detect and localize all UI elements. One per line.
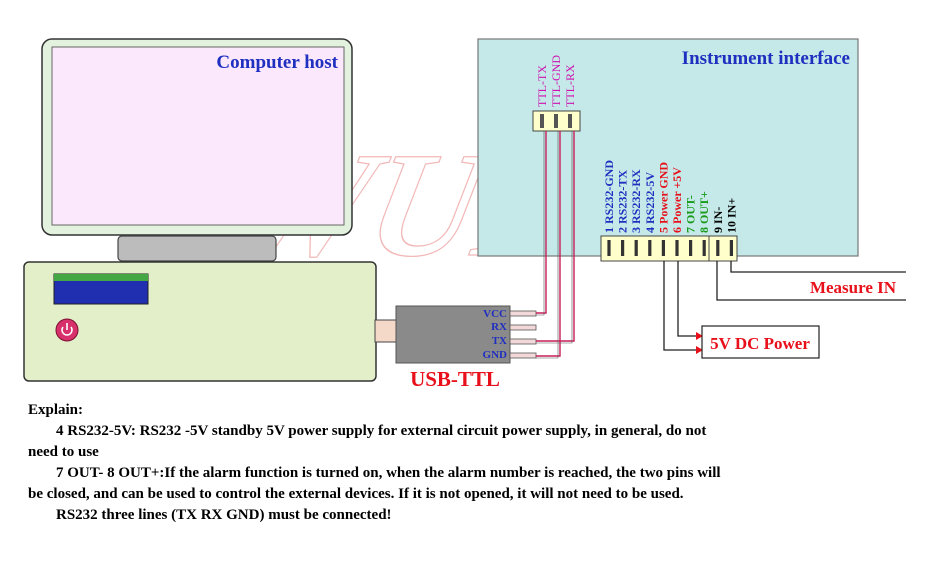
dc-power-box <box>701 325 820 359</box>
terminal-pin-10 <box>729 240 733 256</box>
computer-base <box>23 261 377 382</box>
terminal-pin-4 <box>648 240 652 256</box>
instrument-panel <box>477 38 859 257</box>
terminal-pin-7 <box>689 240 693 256</box>
usb-ttl-pin-gnd: GND <box>483 349 508 361</box>
explain-line-3: RS232 three lines (TX RX GND) must be co… <box>56 507 392 523</box>
pin-label-1: 1 RS232-GND <box>602 160 616 233</box>
monitor: Computer host <box>41 38 353 262</box>
terminal-pin-1 <box>607 240 611 256</box>
usb-ttl-pin-tx: TX <box>492 335 507 347</box>
usb-ttl-body <box>395 305 511 364</box>
explain-line-2a: 7 OUT- 8 OUT+:If the alarm function is t… <box>56 465 721 481</box>
pin-label-3: 3 RS232-RX <box>629 169 643 233</box>
pin-label-7: 7 OUT- <box>684 195 698 233</box>
explain-line-1a: 4 RS232-5V: RS232 -5V standby 5V power s… <box>56 423 707 439</box>
usb-ttl-title: USB-TTL <box>410 367 500 391</box>
pin-label-4: 4 RS232-5V <box>643 172 657 233</box>
instrument-interface: Instrument interface TTL-TX TTL-GND TTL-… <box>477 38 859 262</box>
power-symbol-icon <box>61 326 73 336</box>
explain-heading: Explain: <box>28 402 84 418</box>
terminal-pin-2 <box>621 240 625 256</box>
ttl-label-tx: TTL-TX <box>535 65 549 107</box>
pin-label-9: 9 IN- <box>711 207 725 233</box>
ttl-wires <box>536 131 575 357</box>
pin-label-10: 10 IN+ <box>724 198 738 233</box>
ttl-label-gnd: TTL-GND <box>549 55 563 107</box>
power-wires <box>663 261 696 351</box>
monitor-screen <box>51 46 345 226</box>
computer-host-title: Computer host <box>216 52 338 73</box>
usb-ttl-pin-vcc: VCC <box>483 308 507 320</box>
terminal-pin-8 <box>702 240 706 256</box>
usb-ttl-module: VCC RX TX GND USB-TTL <box>395 305 537 391</box>
wiring-diagram: GWUNW Computer host VCC RX TX GND USB-TT… <box>23 38 906 391</box>
explain-line-1b: need to use <box>28 444 99 460</box>
instrument-title: Instrument interface <box>682 48 850 69</box>
terminal-pin-5 <box>661 240 665 256</box>
terminal-pin-6 <box>675 240 679 256</box>
terminal-pin-3 <box>634 240 638 256</box>
pin-label-8: 8 OUT+ <box>697 191 711 233</box>
drive-led-strip <box>54 274 148 281</box>
monitor-stand <box>117 235 277 262</box>
measure-wires <box>716 261 906 301</box>
pin-label-2: 2 RS232-TX <box>616 170 630 233</box>
terminal-connector <box>600 235 711 262</box>
pin-label-5: 5 Power GND <box>656 162 670 233</box>
usb-ttl-pin-rx: RX <box>491 321 507 333</box>
terminal-pin-9 <box>716 240 720 256</box>
explanation-section: Explain: 4 RS232-5V: RS232 -5V standby 5… <box>0 400 930 526</box>
usb-plug <box>374 319 398 343</box>
measure-in-label: Measure IN <box>810 278 897 297</box>
explain-line-2b: be closed, and can be used to control th… <box>28 486 684 502</box>
pin-label-6: 6 Power +5V <box>670 167 684 233</box>
dc-power-label: 5V DC Power <box>710 334 810 353</box>
ttl-label-rx: TTL-RX <box>563 64 577 107</box>
